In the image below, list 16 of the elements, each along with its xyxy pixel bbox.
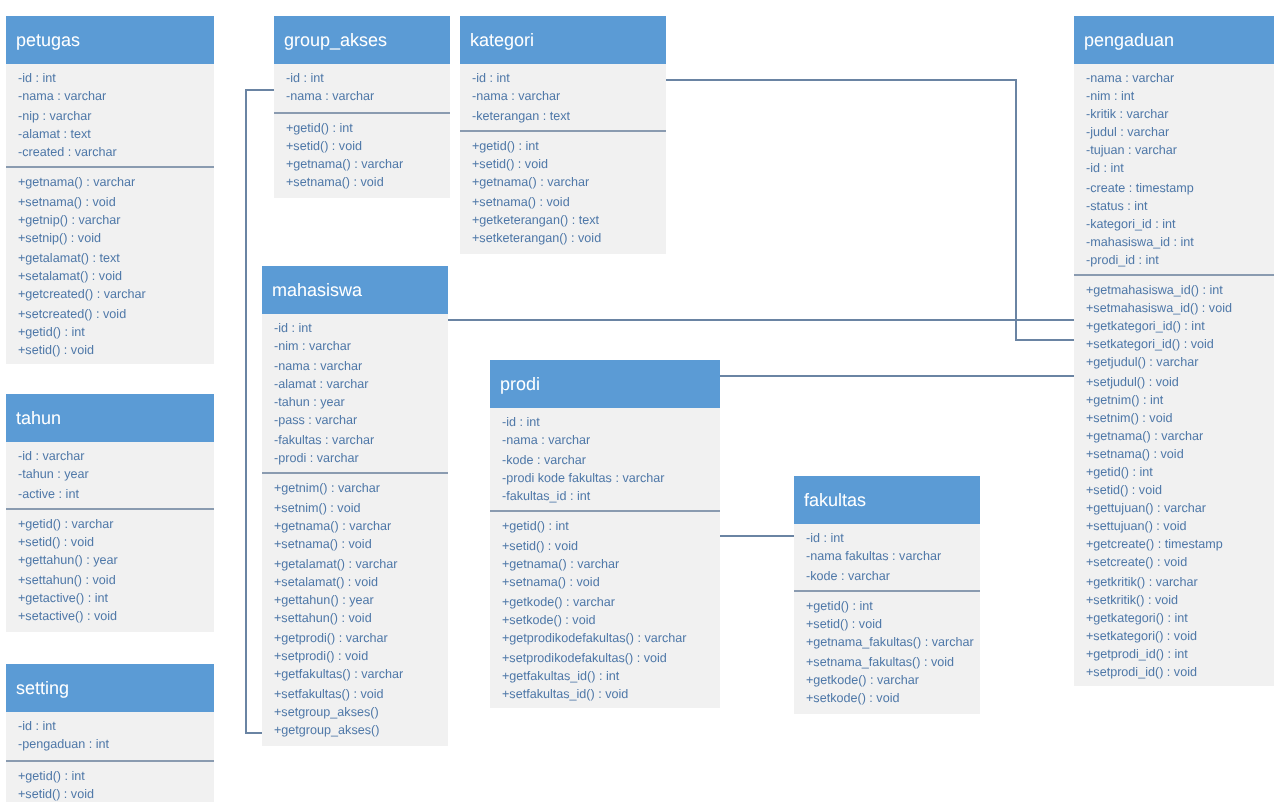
class-name: prodi [490,360,720,408]
connector-line [447,319,1075,321]
class-name: pengaduan [1074,16,1274,64]
class-name: tahun [6,394,214,442]
method-compartment [6,759,214,802]
class-name: group_akses [274,16,450,64]
class-name: fakultas [794,476,980,524]
connector-line [719,535,795,537]
class-name: mahasiswa [262,266,448,314]
connector-line [245,89,275,735]
class-name: kategori [460,16,666,64]
class-box [6,664,214,802]
connector-line [665,79,1075,341]
connector-line [719,375,1075,377]
class-name: setting [6,664,214,712]
class-name: petugas [6,16,214,64]
